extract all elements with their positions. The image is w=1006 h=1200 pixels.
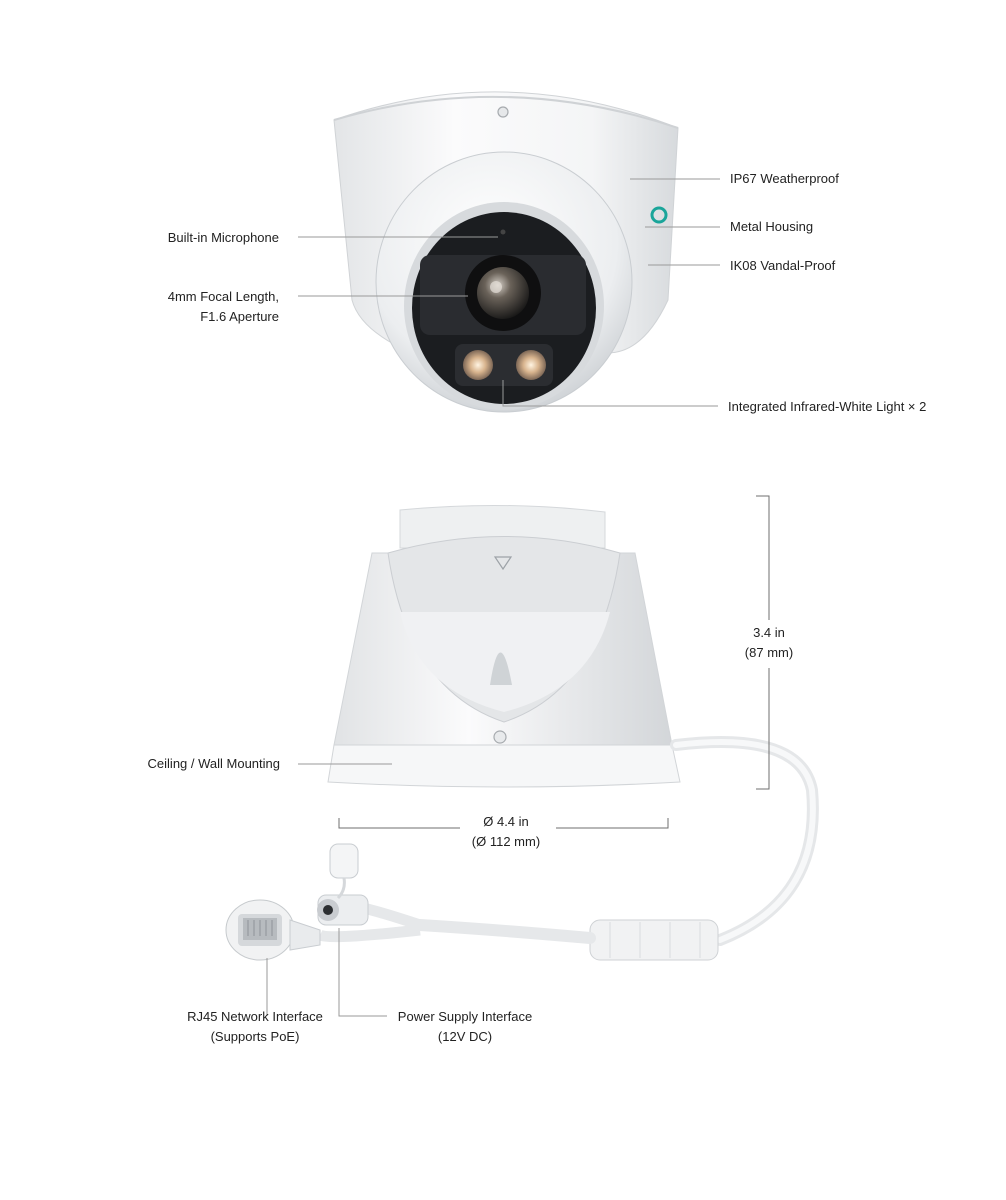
diameter-line-2: (Ø 112 mm) [471, 834, 541, 849]
front-view-camera [333, 91, 679, 413]
cable-assembly [225, 736, 819, 961]
height-line-1: 3.4 in [753, 625, 785, 640]
diameter-line-1: Ø 4.4 in [483, 814, 529, 829]
lights-label: Integrated Infrared-White Light × 2 [728, 399, 927, 414]
rj45-line-2: (Supports PoE) [210, 1029, 300, 1044]
power-label: Power Supply Interface (12V DC) [385, 1007, 545, 1047]
height-line-2: (87 mm) [744, 645, 794, 660]
mounting-label: Ceiling / Wall Mounting [147, 756, 280, 771]
focal-line-1: 4mm Focal Length, [167, 289, 279, 304]
height-dimension-label: 3.4 in (87 mm) [729, 623, 809, 663]
metal-housing-label: Metal Housing [730, 219, 814, 234]
microphone-label: Built-in Microphone [167, 230, 279, 245]
rj45-line-1: RJ45 Network Interface [187, 1009, 323, 1024]
side-view-camera [327, 504, 681, 788]
focal-line-2: F1.6 Aperture [200, 309, 279, 324]
rj45-label: RJ45 Network Interface (Supports PoE) [170, 1007, 340, 1047]
ik08-label: IK08 Vandal-Proof [730, 258, 836, 273]
power-line-1: Power Supply Interface [397, 1009, 533, 1024]
power-line-2: (12V DC) [437, 1029, 493, 1044]
focal-length-label: 4mm Focal Length, F1.6 Aperture [168, 287, 279, 327]
ip67-label: IP67 Weatherproof [730, 171, 839, 186]
leader-lines [266, 178, 720, 1017]
diameter-dimension-label: Ø 4.4 in (Ø 112 mm) [456, 812, 556, 852]
dimension-lines [338, 495, 770, 829]
